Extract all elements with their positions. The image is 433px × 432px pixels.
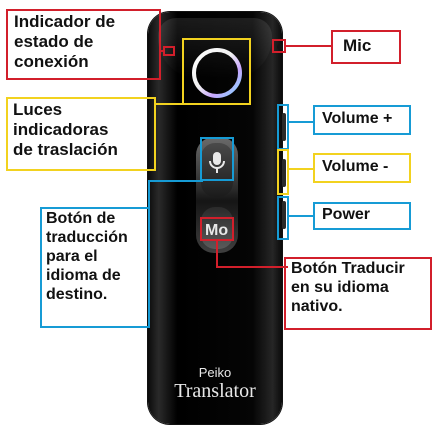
- target-language-label-box: [40, 207, 150, 328]
- mic-hole: [277, 44, 283, 50]
- mic-label: Mic: [343, 36, 372, 55]
- native-language-label-box: [284, 257, 432, 330]
- connection-status-label: Indicador de estado de conexión: [14, 12, 116, 72]
- volume-down-label-box: [313, 153, 411, 183]
- native-language-connector-h: [216, 266, 288, 268]
- volume-up-connector: [289, 121, 315, 123]
- mic-connector: [286, 45, 332, 47]
- microphone-icon: [209, 152, 225, 173]
- brand-name: Peiko: [198, 365, 232, 380]
- light-indicators-label: Luces indicadoras de traslación: [13, 100, 118, 160]
- mic-highlight: [272, 39, 286, 53]
- volume-down-highlight: [277, 149, 289, 195]
- power-label: Power: [322, 206, 371, 223]
- connection-status-connector: [160, 50, 165, 52]
- power-side-button: [282, 201, 286, 229]
- translator-device: [148, 12, 282, 424]
- light-indicators-highlight: [182, 38, 251, 105]
- native-button-text: Mo: [205, 222, 229, 239]
- light-indicators-connector: [155, 103, 185, 105]
- volume-up-label-box: [313, 105, 411, 135]
- target-language-label: Botón de traducción para el idioma de de…: [46, 210, 128, 303]
- light-indicators-label-box: [6, 97, 156, 171]
- volume-down-side-button: [282, 159, 286, 187]
- power-connector: [289, 215, 315, 217]
- native-language-button-highlight: [200, 217, 234, 241]
- volume-up-label: Volume +: [322, 110, 393, 127]
- target-language-connector-v: [148, 180, 150, 210]
- power-label-box: [313, 202, 411, 230]
- native-language-label: Botón Traducir en su idioma nativo.: [291, 260, 405, 315]
- connection-status-label-box: [6, 9, 161, 80]
- mic-label-box: [331, 30, 401, 64]
- ring-light-icon: [192, 48, 242, 98]
- volume-up-highlight: [277, 104, 289, 150]
- volume-down-label: Volume -: [322, 158, 389, 175]
- target-language-button-highlight: [200, 137, 234, 181]
- power-highlight: [277, 196, 289, 240]
- target-language-connector-h: [148, 180, 203, 182]
- volume-up-side-button: [282, 113, 286, 141]
- volume-down-connector: [289, 168, 315, 170]
- native-language-connector-v: [216, 240, 218, 268]
- brand-product: Translator: [174, 380, 256, 402]
